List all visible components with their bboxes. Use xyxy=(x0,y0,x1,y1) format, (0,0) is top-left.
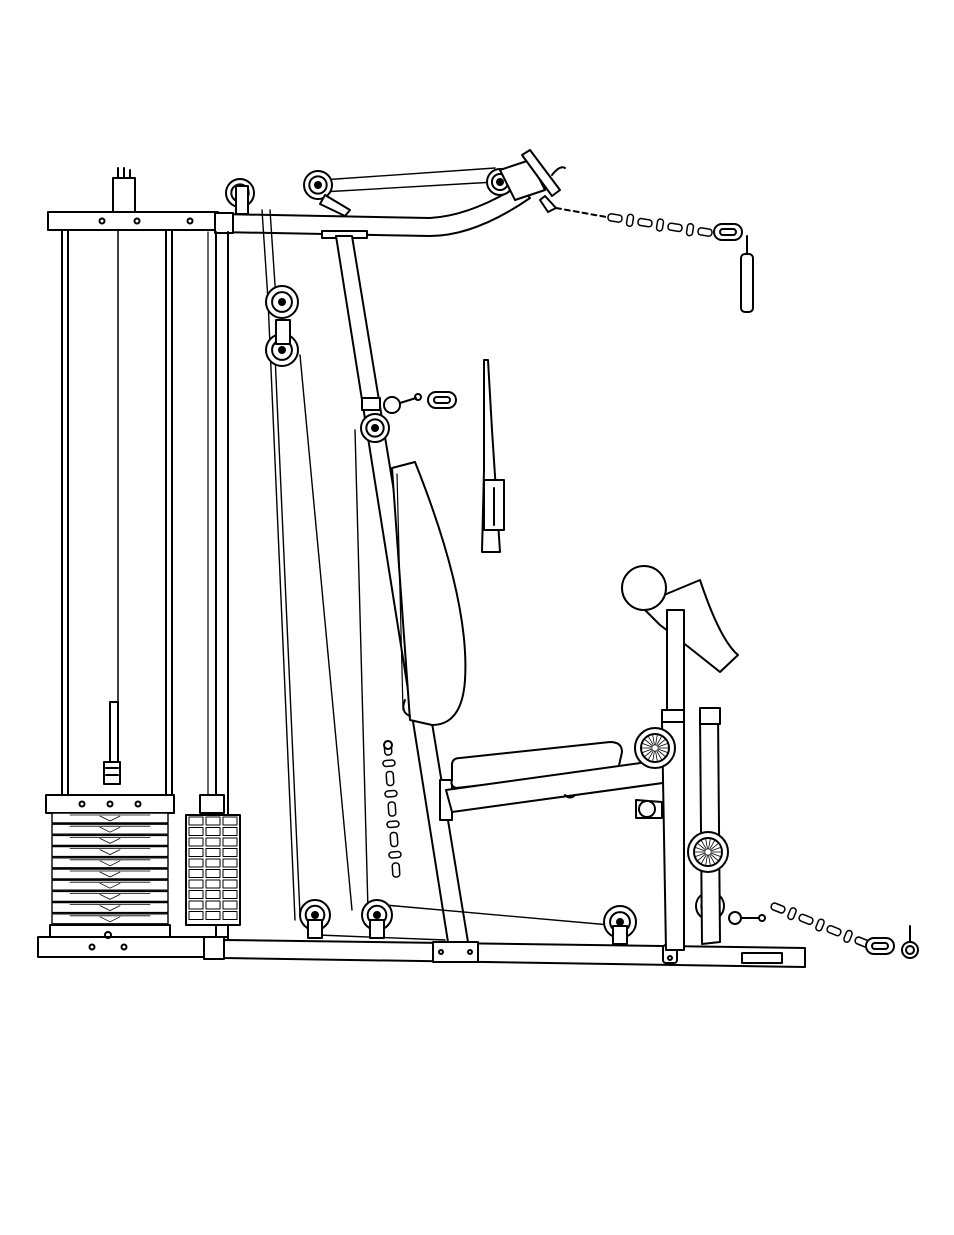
side-plate xyxy=(223,849,237,857)
knob-ring xyxy=(759,915,765,921)
selector-pin xyxy=(741,236,918,958)
chain-link xyxy=(608,213,623,222)
weight-plate xyxy=(52,835,168,845)
pulley-axle xyxy=(617,919,623,925)
side-plate xyxy=(206,870,220,878)
chain-link xyxy=(626,214,634,227)
chain-link xyxy=(770,902,786,914)
weight-plate xyxy=(52,880,168,890)
selector-rod xyxy=(104,702,120,784)
side-plate xyxy=(189,817,203,825)
side-plate xyxy=(223,828,237,836)
side-plate xyxy=(206,849,220,857)
side-plate xyxy=(189,880,203,888)
pulley-bracket xyxy=(308,920,322,938)
arm-pad xyxy=(622,566,738,722)
chain-link xyxy=(390,832,398,846)
chain-link xyxy=(787,907,797,920)
pulley-axle xyxy=(279,299,285,305)
side-plate xyxy=(223,838,237,846)
side-plate xyxy=(223,901,237,909)
side-plate xyxy=(189,901,203,909)
weight-plate xyxy=(52,903,168,913)
side-plate xyxy=(223,859,237,867)
side-plate xyxy=(206,859,220,867)
pulley-axle xyxy=(279,347,285,353)
base-frame xyxy=(38,932,805,967)
side-plate xyxy=(189,849,203,857)
side-plate xyxy=(189,870,203,878)
top-frame xyxy=(48,168,530,238)
pulley-axle xyxy=(374,912,380,918)
chain-link xyxy=(843,930,853,943)
pulley-axle xyxy=(372,425,378,431)
side-plate xyxy=(189,838,203,846)
pulley-axle xyxy=(315,182,321,188)
pulley-axle xyxy=(312,912,318,918)
side-plate xyxy=(189,891,203,899)
chain-link xyxy=(387,821,399,828)
side-plate xyxy=(206,901,220,909)
chain-link xyxy=(656,219,664,232)
side-plate xyxy=(189,859,203,867)
chain-link xyxy=(668,223,683,232)
backrest xyxy=(392,462,465,725)
chain-link xyxy=(815,918,825,931)
side-plate xyxy=(206,838,220,846)
pulley-bracket xyxy=(613,926,627,944)
weight-plate xyxy=(52,869,168,879)
cable-clip xyxy=(384,741,392,749)
side-plate xyxy=(223,870,237,878)
side-plate xyxy=(223,817,237,825)
chain-link xyxy=(389,851,401,858)
pulley-axle xyxy=(497,179,503,185)
chain-link xyxy=(386,771,394,785)
chain-link xyxy=(385,790,397,797)
weight-plate xyxy=(52,813,168,823)
adjust-knob xyxy=(729,912,741,924)
weight-plate xyxy=(52,824,168,834)
chain-link xyxy=(638,218,653,227)
weight-plate xyxy=(52,847,168,857)
side-plate xyxy=(206,880,220,888)
side-plate xyxy=(189,912,203,920)
weight-plate xyxy=(52,891,168,901)
chain-link xyxy=(686,223,694,236)
side-plate xyxy=(206,891,220,899)
side-plate xyxy=(206,912,220,920)
chain-link xyxy=(698,227,713,236)
pulley-bracket xyxy=(370,920,384,938)
weight-plate xyxy=(52,914,168,924)
press-arm xyxy=(482,360,504,552)
chain-link xyxy=(388,802,396,816)
side-plate xyxy=(223,891,237,899)
side-plate xyxy=(206,817,220,825)
chain-link xyxy=(826,925,842,937)
side-plate xyxy=(223,912,237,920)
side-plate xyxy=(189,828,203,836)
side-plate xyxy=(206,828,220,836)
chain-link xyxy=(392,863,400,877)
chain-link xyxy=(798,913,814,925)
weight-plate xyxy=(52,858,168,868)
chain-link xyxy=(383,760,395,767)
side-plate xyxy=(223,880,237,888)
pulleys xyxy=(226,169,724,944)
weight-stack xyxy=(46,795,240,937)
